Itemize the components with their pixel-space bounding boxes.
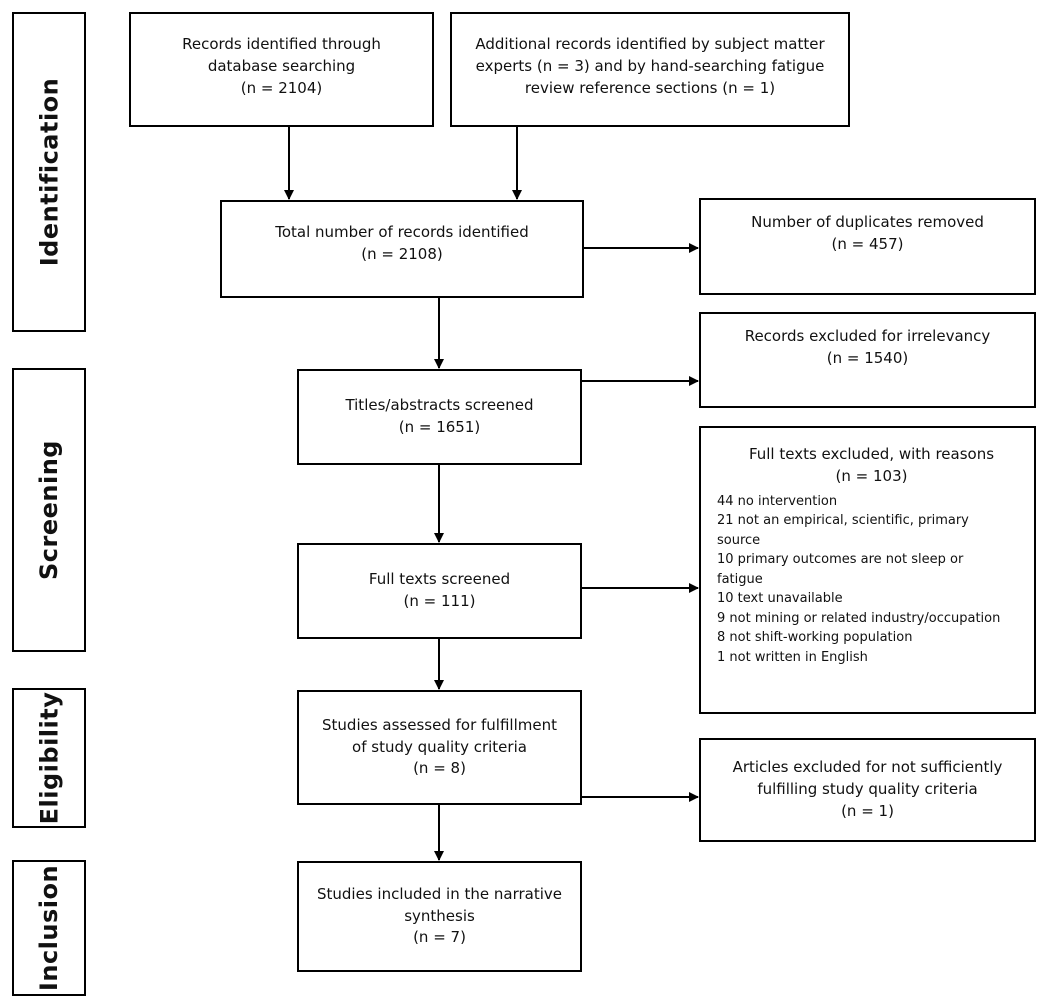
articles-excluded-count: (n = 1) (841, 801, 894, 820)
fulltexts-screened-box: Full texts screened (n = 111) (297, 543, 582, 639)
duplicates-removed-label: Number of duplicates removed (751, 213, 984, 231)
duplicates-removed-count: (n = 457) (831, 234, 904, 253)
irrelevant-excluded-label: Records excluded for irrelevancy (744, 327, 991, 345)
quality-assessed-box: Studies assessed for fulfillment of stud… (297, 690, 582, 805)
database-records-line-1: Records identified through (182, 35, 381, 53)
fulltexts-screened-label: Full texts screened (368, 570, 511, 589)
phase-identification: Identification (12, 12, 86, 332)
studies-included-box: Studies included in the narrative synthe… (297, 861, 582, 972)
database-records-line-2: database searching (207, 56, 356, 75)
exclusion-reasons-list: 44 no intervention 21 not an empirical, … (717, 492, 1026, 668)
database-records-box: Records identified through database sear… (129, 12, 434, 127)
studies-included-count: (n = 7) (413, 928, 466, 947)
total-records-count: (n = 2108) (361, 244, 443, 263)
exclusion-reason: fatigue (717, 571, 763, 587)
additional-records-box: Additional records identified by subject… (450, 12, 850, 127)
titles-screened-label: Titles/abstracts screened (345, 396, 534, 415)
phase-screening: Screening (12, 368, 86, 652)
irrelevant-excluded-box: Records excluded for irrelevancy (n = 15… (699, 312, 1036, 408)
articles-excluded-line-2: fulfilling study quality criteria (757, 780, 978, 799)
duplicates-removed-box: Number of duplicates removed (n = 457) (699, 198, 1036, 295)
studies-included-line-2: synthesis (404, 906, 475, 925)
database-records-count: (n = 2104) (240, 78, 323, 97)
fulltext-excluded-count: (n = 103) (835, 466, 908, 485)
exclusion-reason: 44 no intervention (717, 493, 838, 509)
exclusion-reason: 8 not shift-working population (717, 630, 913, 645)
titles-screened-box: Titles/abstracts screened (n = 1651) (297, 369, 582, 465)
exclusion-reason: 10 text unavailable (717, 591, 843, 606)
quality-assessed-line-1: Studies assessed for fulfillment (322, 715, 557, 734)
phase-inclusion: Inclusion (12, 860, 86, 996)
exclusion-reason: 9 not mining or related industry/occupat… (717, 610, 1001, 626)
fulltext-excluded-label: Full texts excluded, with reasons (748, 445, 995, 463)
additional-records-line-2: experts (n = 3) and by hand-searching fa… (475, 56, 825, 75)
total-records-label: Total number of records identified (275, 223, 529, 241)
articles-excluded-line-1: Articles excluded for not sufficiently (732, 758, 1003, 777)
exclusion-reason: 1 not written in English (717, 649, 868, 665)
irrelevant-excluded-count: (n = 1540) (826, 348, 909, 367)
fulltext-excluded-box: Full texts excluded, with reasons (n = 1… (699, 426, 1036, 714)
quality-assessed-count: (n = 8) (413, 759, 466, 778)
studies-included-line-1: Studies included in the narrative (317, 884, 562, 903)
total-records-box: Total number of records identified (n = … (220, 200, 584, 298)
exclusion-reason: 21 not an empirical, scientific, primary (717, 513, 969, 528)
titles-screened-count: (n = 1651) (398, 418, 481, 436)
quality-assessed-line-2: of study quality criteria (352, 737, 527, 756)
fulltexts-screened-count: (n = 111) (403, 592, 476, 610)
exclusion-reason: source (717, 532, 761, 548)
additional-records-line-3: review reference sections (n = 1) (524, 78, 776, 97)
exclusion-reason: 10 primary outcomes are not sleep or (717, 552, 964, 567)
articles-excluded-box: Articles excluded for not sufficiently f… (699, 738, 1036, 842)
additional-records-line-1: Additional records identified by subject… (475, 35, 825, 53)
phase-eligibility: Eligibility (12, 688, 86, 828)
